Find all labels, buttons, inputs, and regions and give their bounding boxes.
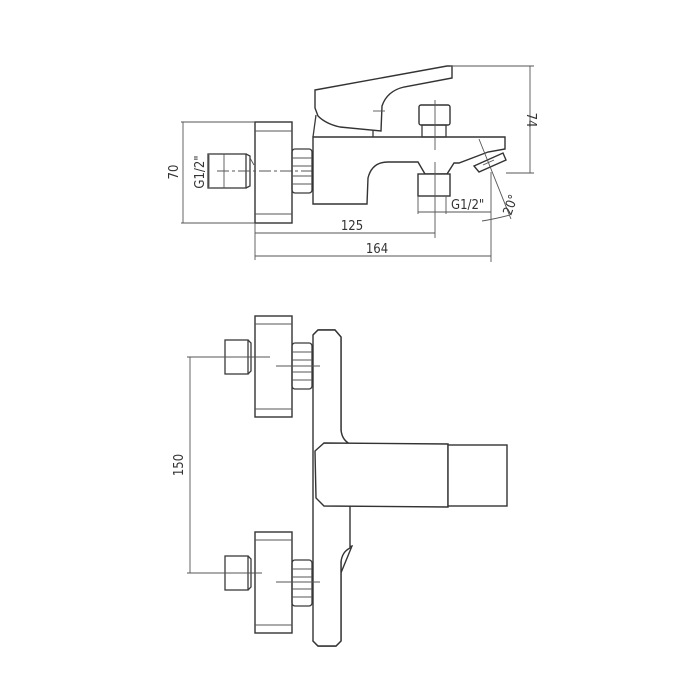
dimension-164: 164 (255, 242, 491, 257)
dim-150-label: 150 (172, 454, 187, 476)
dimension-outlet-thread: G1/2" (417, 196, 491, 214)
dim-125-label: 125 (341, 219, 363, 234)
mixer-body-top (314, 442, 508, 508)
dimension-125: 125 (254, 219, 435, 260)
shower-outlet (417, 173, 451, 197)
dimension-spout-angle: 20° (478, 138, 522, 262)
dim-70-label: 70 (167, 165, 182, 180)
angle-label: 20° (501, 193, 522, 218)
inlet-thread-label: G1/2" (193, 155, 208, 188)
dim-74-label: 74 (523, 113, 538, 128)
dimension-height-74: 74 (450, 65, 538, 174)
hex-nut (291, 148, 313, 194)
lower-inlet (187, 531, 320, 634)
top-view: 150 (172, 315, 508, 647)
mixer-body (312, 136, 506, 205)
diverter-knob (418, 100, 451, 150)
dimension-inlet-thread: G1/2" (193, 155, 210, 189)
dimension-height-70: 70 (167, 121, 255, 224)
spout-aerator (472, 152, 507, 173)
dimension-150: 150 (172, 357, 191, 573)
upper-inlet (187, 315, 320, 418)
lever-handle (314, 65, 453, 132)
side-view: 70 G1/2" 74 G1/2" 20° (167, 65, 538, 262)
outlet-thread-label: G1/2" (451, 198, 484, 213)
dim-164-label: 164 (366, 242, 388, 257)
wall-flange (254, 121, 293, 224)
